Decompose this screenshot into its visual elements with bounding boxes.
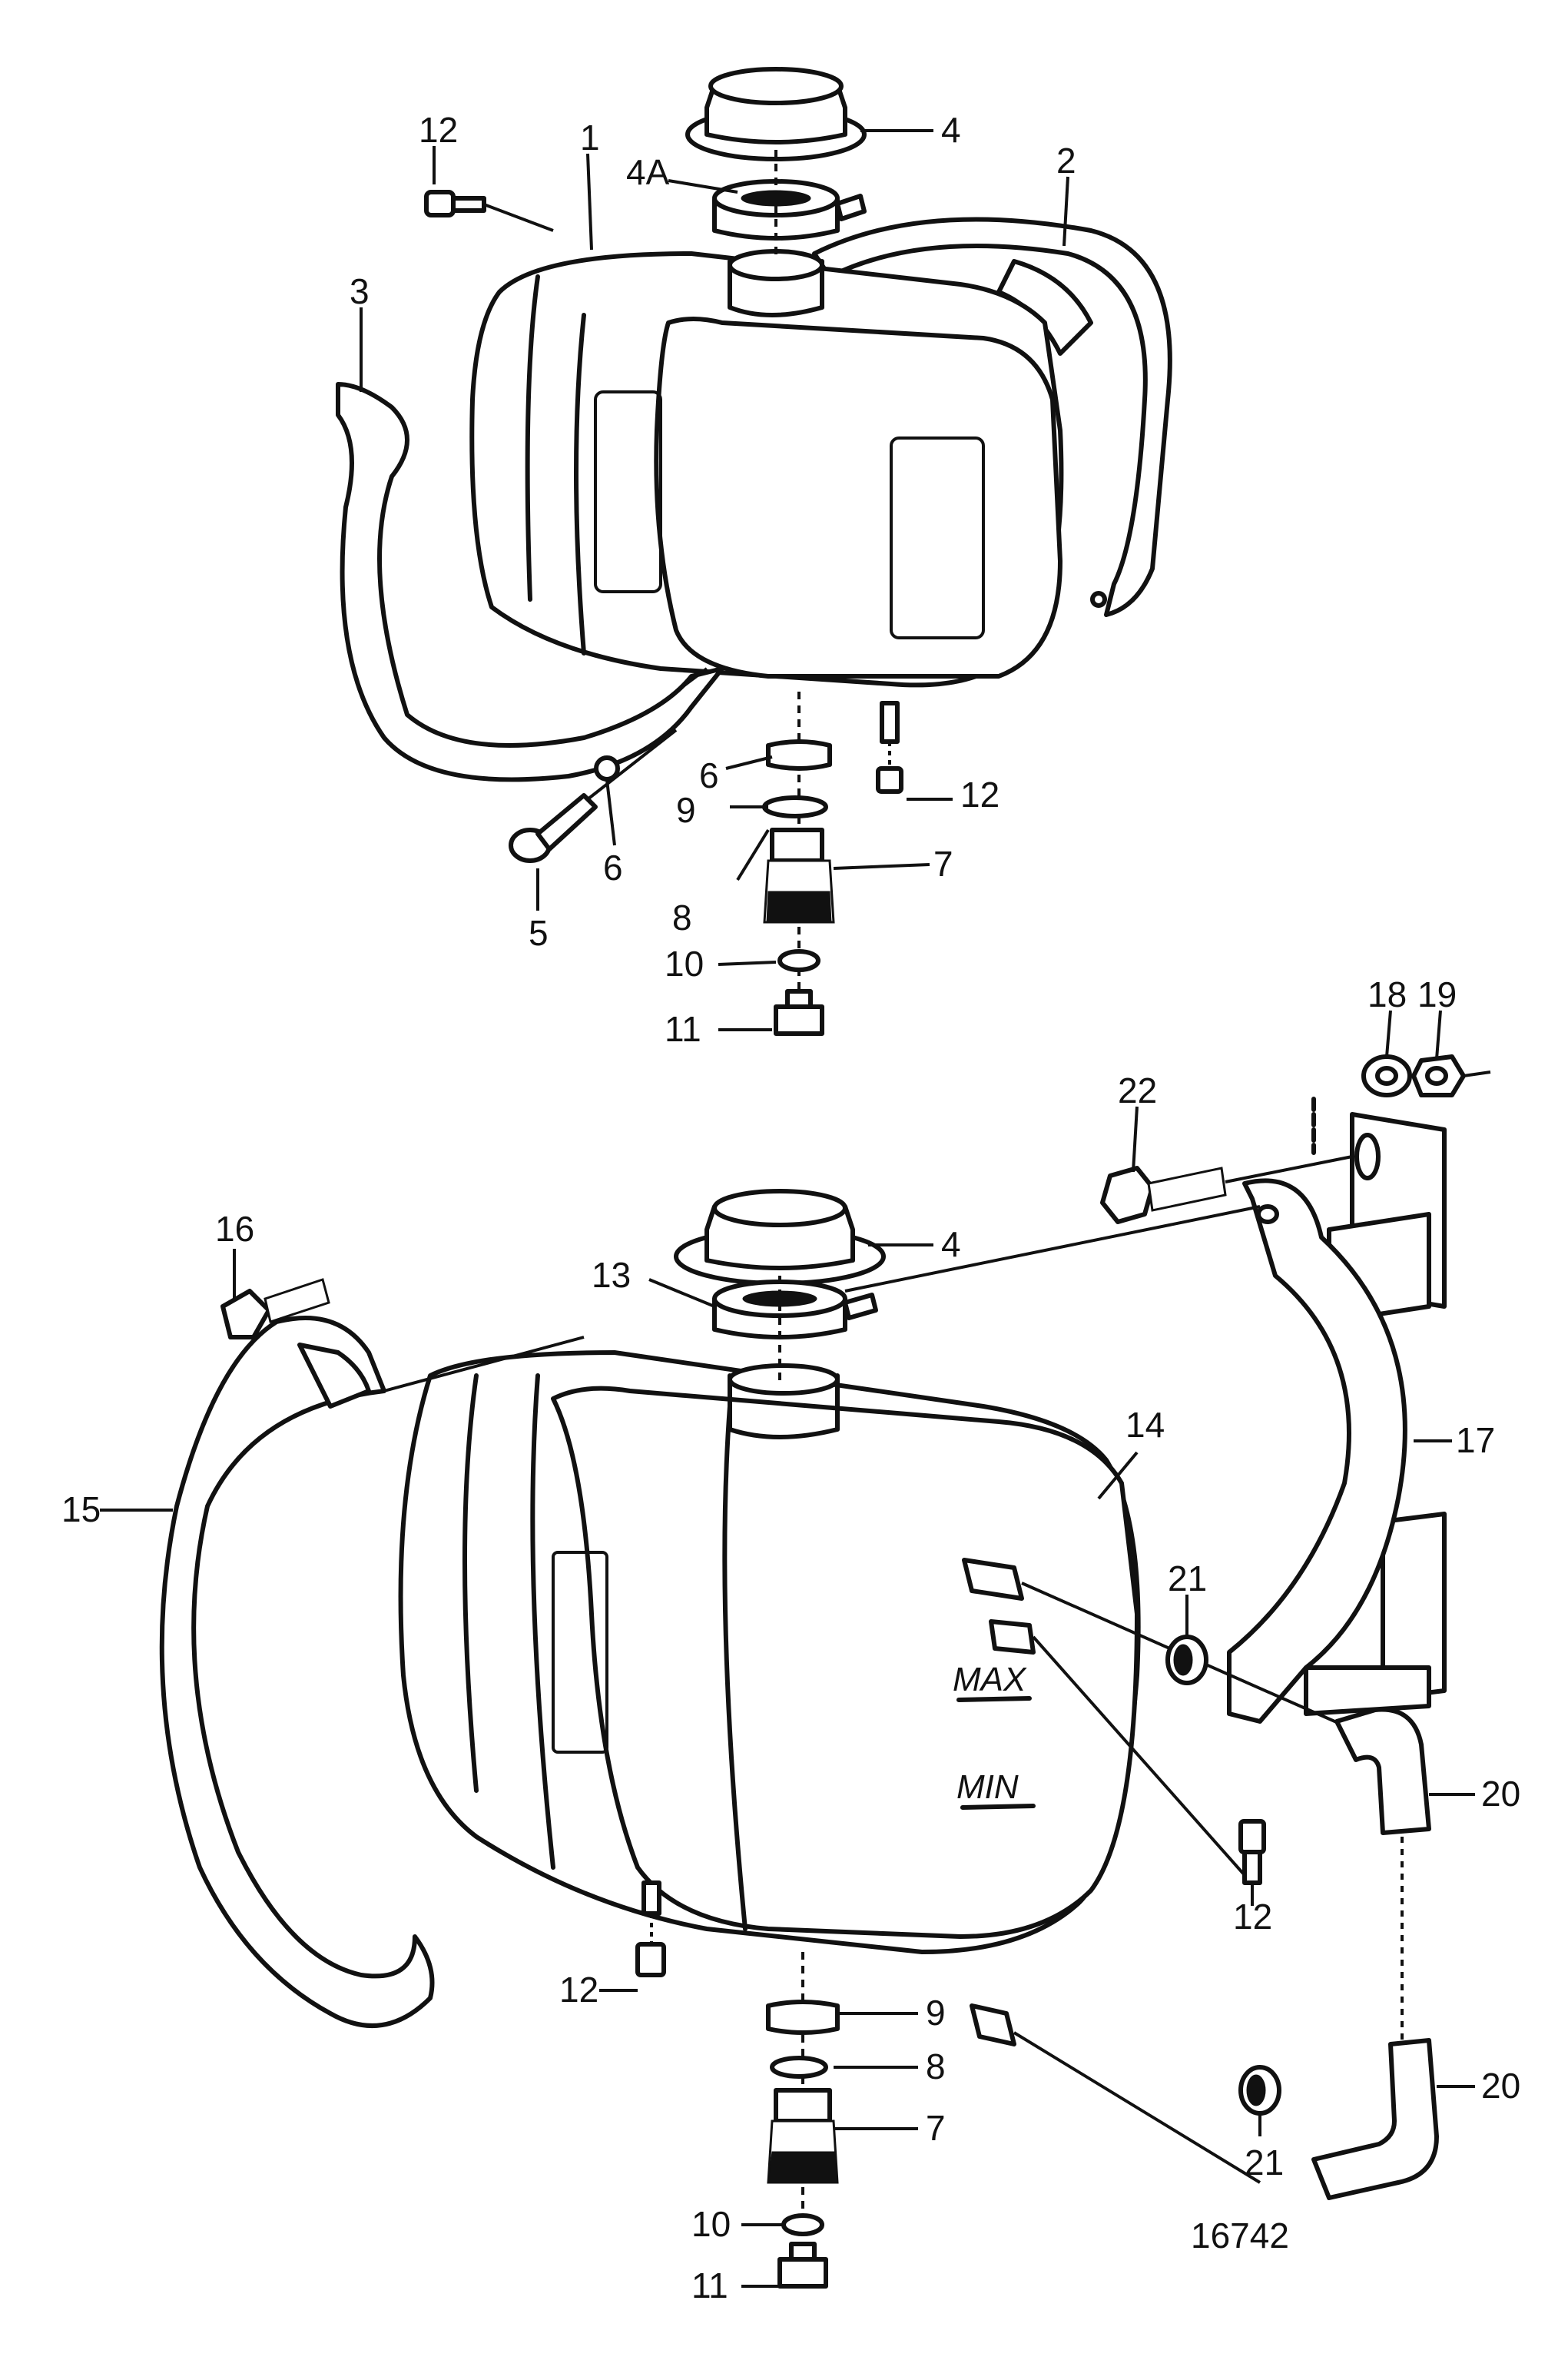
drain-fitting-top (762, 692, 835, 1036)
callout-4-top: 4 (941, 110, 961, 150)
callout-6-a: 6 (699, 755, 719, 795)
callout-12-right: 12 (1233, 1897, 1272, 1937)
callout-11-bottom: 11 (691, 2265, 728, 2305)
filler-collar-4a (712, 179, 867, 241)
bolt-12-under (876, 701, 903, 794)
strap-2 (812, 217, 1172, 617)
filler-cap-4-bottom (674, 1189, 886, 1286)
bracket-17 (1089, 1097, 1447, 1724)
bolt-5 (509, 729, 678, 863)
callout-1: 1 (580, 118, 600, 158)
max-marking: MAX (953, 1661, 1027, 1698)
hose-20-lower (1311, 2038, 1439, 2200)
hose-clamp-21-lower (1238, 2065, 1281, 2116)
callout-12-under: 12 (960, 775, 999, 815)
callout-9-bottom: 9 (926, 1993, 946, 2033)
callout-21-lower: 21 (1245, 2143, 1284, 2182)
callout-22: 22 (1118, 1071, 1157, 1110)
callout-11-top: 11 (665, 1009, 701, 1049)
callout-19: 19 (1417, 974, 1457, 1014)
figure-number: 16742 (1191, 2216, 1289, 2256)
bottom-tank-assembly: MAX MIN (61, 974, 1520, 2305)
callout-8-bottom: 8 (926, 2046, 946, 2086)
washer-18 (1361, 1054, 1412, 1097)
callout-7-bottom: 7 (926, 2108, 946, 2148)
callout-20-upper: 20 (1481, 1774, 1520, 1814)
strap-15 (159, 1316, 585, 2028)
filler-collar-13 (712, 1280, 878, 1339)
callout-10-top: 10 (665, 944, 704, 984)
fittings-side (962, 1558, 1353, 2184)
hose-20-upper (1334, 1707, 1431, 1835)
callout-7-top: 7 (933, 844, 953, 884)
callout-15: 15 (61, 1489, 101, 1529)
callout-8-top: 8 (672, 898, 692, 938)
drain-fitting-bottom (766, 1952, 840, 2289)
callout-9-top: 9 (676, 790, 696, 830)
callout-13: 13 (592, 1255, 631, 1295)
hose-clamp-21-upper (1165, 1635, 1208, 1685)
bolt-12-right (1238, 1819, 1266, 1885)
callout-6-b: 6 (603, 848, 623, 888)
callout-16: 16 (215, 1209, 254, 1249)
filler-cap-4 (685, 67, 867, 161)
callout-20-lower: 20 (1481, 2066, 1520, 2106)
min-marking: MIN (956, 1768, 1019, 1806)
callout-4a: 4A (626, 152, 670, 192)
bolt-12-left (635, 1880, 666, 1977)
strap-3 (336, 382, 724, 782)
callout-12-left: 12 (559, 1970, 598, 2010)
callout-21-upper: 21 (1168, 1558, 1207, 1598)
callout-4-bottom: 4 (941, 1224, 961, 1264)
callout-14: 14 (1125, 1405, 1165, 1445)
callout-2: 2 (1056, 141, 1076, 181)
callout-17: 17 (1456, 1420, 1495, 1460)
callout-10-bottom: 10 (691, 2204, 731, 2244)
tank-14: MAX MIN (398, 1350, 1141, 1954)
top-tank-assembly: 12 1 4 4A 2 3 6 9 12 7 6 8 5 10 11 (336, 67, 1172, 1049)
bolt-12-top (424, 190, 554, 232)
tank-1 (469, 249, 1064, 688)
callout-3: 3 (350, 271, 370, 311)
nut-19 (1411, 1054, 1491, 1097)
bolt-22 (1100, 1155, 1353, 1224)
callout-12-top: 12 (419, 110, 458, 150)
callout-18: 18 (1367, 974, 1407, 1014)
screw-16 (220, 1278, 330, 1339)
callout-5: 5 (529, 913, 549, 953)
